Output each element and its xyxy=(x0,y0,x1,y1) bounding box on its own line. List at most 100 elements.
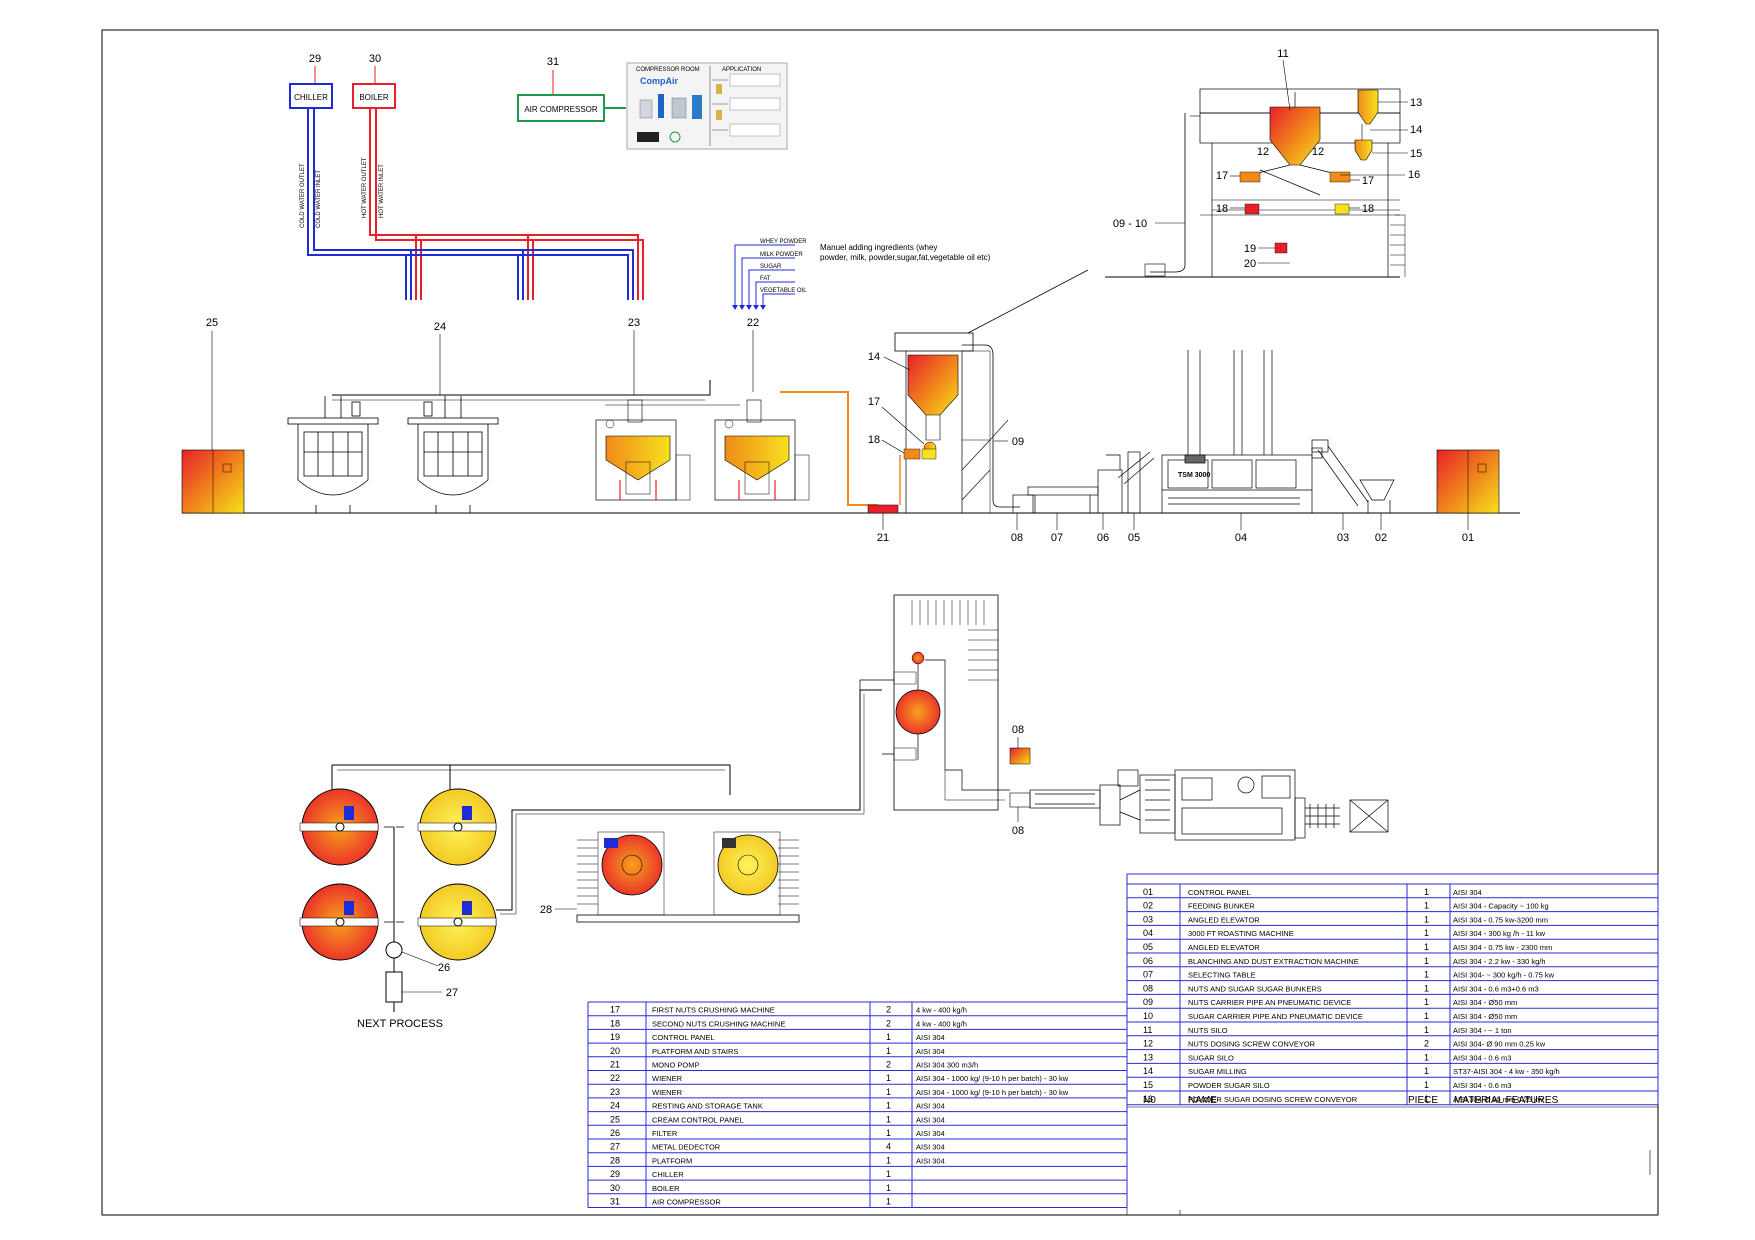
table-left-cell-piece: 1 xyxy=(886,1155,891,1165)
tower-vessel xyxy=(895,689,941,735)
table-right-cell-piece: 1 xyxy=(1424,997,1429,1007)
callout-23: 23 xyxy=(628,317,640,329)
table-left-cell-no: 30 xyxy=(610,1183,620,1193)
table-left-cell-name: WIENER xyxy=(652,1074,683,1083)
feeding-elevator xyxy=(1311,439,1395,513)
utilities-group: 29 CHILLER 30 BOILER 31 AIR COMPRESSOR C… xyxy=(289,53,788,300)
cold-outlet-label: COLD WATER OUTLET xyxy=(300,163,306,228)
hot-inlet-label: HOT WATER INLET xyxy=(379,164,385,218)
detail-17a: 17 xyxy=(1216,170,1228,182)
table-left-cell-no: 22 xyxy=(610,1073,620,1083)
callout-17: 17 xyxy=(868,396,880,408)
table-header-material: MATERIAL FEATURES xyxy=(1454,1095,1559,1106)
callout-24: 24 xyxy=(434,321,446,333)
table-left-cell-piece: 2 xyxy=(886,1018,891,1028)
callout-07: 07 xyxy=(1051,532,1063,544)
table-right-cell-material: AISI 304 xyxy=(1453,888,1482,897)
table-right-cell-piece: 1 xyxy=(1424,1080,1429,1090)
table-right-cell-material: AISI 304 - 0.75 kw-3200 mm xyxy=(1453,915,1548,924)
table-left-cell-name: RESTING AND STORAGE TANK xyxy=(652,1102,763,1111)
table-right-cell-name: POWDER SUGAR SILO xyxy=(1188,1081,1270,1090)
table-right-cell-no: 03 xyxy=(1143,914,1153,924)
boiler-label: BOILER xyxy=(359,93,389,102)
table-left-cell-material: AISI 304 - 1000 kg/ (9-10 h per batch) -… xyxy=(916,1074,1069,1083)
table-right-cell-no: 05 xyxy=(1143,942,1153,952)
svg-text:COMPRESSOR ROOM: COMPRESSOR ROOM xyxy=(636,67,700,73)
callout-26: 26 xyxy=(438,962,450,974)
storage-tank-2 xyxy=(407,396,499,513)
cooling-tank-3 xyxy=(299,883,379,961)
svg-text:APPLICATION: APPLICATION xyxy=(722,67,761,73)
wiener-22 xyxy=(714,399,810,501)
callout-22: 22 xyxy=(747,317,759,329)
detail-12b: 12 xyxy=(1312,146,1324,158)
table-left-cell-no: 20 xyxy=(610,1046,620,1056)
table-header-piece: PIECE xyxy=(1408,1095,1438,1106)
compair-diagram-image: COMPRESSOR ROOM APPLICATION CompAir xyxy=(626,62,788,150)
callout-30: 30 xyxy=(369,53,381,65)
bunker-08-upper xyxy=(1009,747,1031,765)
table-right-cell-piece: 1 xyxy=(1424,928,1429,938)
cooling-tank-4 xyxy=(417,883,497,961)
table-left-cell-name: CONTROL PANEL xyxy=(652,1033,715,1042)
crushing-tower xyxy=(894,332,1020,513)
table-right-cell-material: AISI 304 - Ø50 mm xyxy=(1453,1012,1517,1021)
wiener-23 xyxy=(595,399,691,501)
table-left-cell-no: 18 xyxy=(610,1018,620,1028)
detail-12a: 12 xyxy=(1257,146,1269,158)
table-right-cell-name: NUTS DOSING SCREW CONVEYOR xyxy=(1188,1040,1316,1049)
roasting-machine xyxy=(1161,350,1323,514)
table-left-cell-name: CHILLER xyxy=(652,1170,684,1179)
table-left-cell-piece: 1 xyxy=(886,1073,891,1083)
table-right-cell-no: 09 xyxy=(1143,997,1153,1007)
table-right-cell-piece: 1 xyxy=(1424,970,1429,980)
detail-19: 19 xyxy=(1244,243,1256,255)
callout-25: 25 xyxy=(206,317,218,329)
table-left-cell-material: AISI 304 300 m3/h xyxy=(916,1061,978,1070)
table-right-cell-material: AISI 304 - Capacity ~ 100 kg xyxy=(1453,902,1549,911)
table-right-cell-name: SUGAR SILO xyxy=(1188,1053,1234,1062)
table-left-cell-no: 25 xyxy=(610,1114,620,1124)
table-right-cell-piece: 1 xyxy=(1424,887,1429,897)
table-left-cell-no: 23 xyxy=(610,1087,620,1097)
table-left-cell-material: AISI 304 xyxy=(916,1156,945,1165)
table-left-cell-name: CREAM CONTROL PANEL xyxy=(652,1115,744,1124)
table-left-cell-piece: 1 xyxy=(886,1169,891,1179)
table-left-cell-no: 27 xyxy=(610,1142,620,1152)
callout-08b: 08 xyxy=(1012,724,1024,736)
table-right-cell-no: 07 xyxy=(1143,970,1153,980)
table-right-cell-material: AISI 304- Ø 90 mm 0.25 kw xyxy=(1453,1040,1546,1049)
table-right-cell-material: AISI 304-Ø 90 mm 0.25 kw xyxy=(1453,1095,1544,1104)
table-left-cell-material: AISI 304 xyxy=(916,1047,945,1056)
table-left-cell-piece: 1 xyxy=(886,1183,891,1193)
table-right-cell-no: 06 xyxy=(1143,956,1153,966)
table-left-cell-no: 21 xyxy=(610,1060,620,1070)
detail-11: 11 xyxy=(1277,48,1288,60)
table-left-cell-name: METAL DEDECTOR xyxy=(652,1143,721,1152)
main-line: 25 24 23 22 xyxy=(181,269,1520,544)
table-left-row-22: 22 WIENER 1 AISI 304 - 1000 kg/ (9-10 h per… xyxy=(610,1073,1069,1083)
table-left-cell-no: 19 xyxy=(610,1032,620,1042)
mono-pump xyxy=(867,504,899,514)
callout-04: 04 xyxy=(1235,532,1247,544)
table-right-cell-material: AISI 304 - 0.6 m3+0.6 m3 xyxy=(1453,984,1539,993)
table-left-cell-no: 26 xyxy=(610,1128,620,1138)
table-right-cell-no: 14 xyxy=(1143,1066,1153,1076)
callout-14: 14 xyxy=(868,351,880,363)
callout-28: 28 xyxy=(540,904,552,916)
table-left-cell-no: 29 xyxy=(610,1169,620,1179)
ingredient-note-2: powder, milk, powder,sugar,fat,vegetable… xyxy=(820,253,991,262)
table-right-cell-name: SUGAR CARRIER PIPE AND PNEUMATIC DEVICE xyxy=(1188,1012,1363,1021)
table-left-cell-piece: 1 xyxy=(886,1114,891,1124)
